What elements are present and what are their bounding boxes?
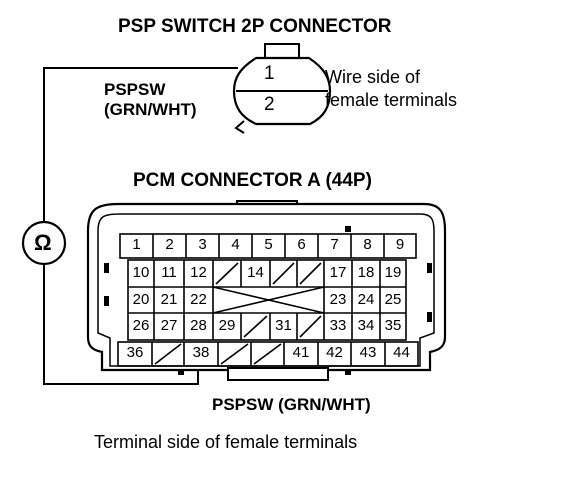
ohmmeter-icon [21,220,67,266]
psp-wire-label-line2: (GRN/WHT) [104,100,197,119]
pcm-terminal-5: 5 [264,236,273,253]
pcm-terminal-26: 26 [132,317,150,334]
pcm-terminal-3: 3 [198,236,207,253]
pcm-terminal-42: 42 [326,344,343,361]
pcm-terminal-4: 4 [231,236,240,253]
psp-connector-title: PSP SWITCH 2P CONNECTOR [118,16,392,37]
psp-pin-1: 1 [264,63,275,84]
pcm-terminal-41: 41 [292,344,310,361]
pcm-terminal-14: 14 [247,264,264,281]
pcm-terminal-36: 36 [126,344,144,361]
pcm-terminal-8: 8 [363,236,372,253]
pcm-terminal-10: 10 [132,264,150,281]
pcm-terminal-21: 21 [160,291,178,308]
ohm-symbol: Ω [34,230,52,255]
pcm-terminal-grid [117,233,419,367]
pcm-terminal-2: 2 [165,236,174,253]
pcm-connector-title: PCM CONNECTOR A (44P) [133,170,372,191]
pcm-terminal-24: 24 [357,291,375,308]
psp-switch-connector [232,43,332,134]
pcm-wire-label: PSPSW (GRN/WHT) [212,395,371,414]
pcm-terminal-1: 1 [132,236,141,253]
pcm-terminal-12: 12 [190,264,207,281]
pcm-terminal-38: 38 [192,344,210,361]
psp-wire-label-line1: PSPSW [104,80,166,99]
wire-side-note-line1: Wire side of [325,67,421,87]
pcm-terminal-20: 20 [132,291,150,308]
wire-side-note-line2: female terminals [325,90,458,110]
pcm-terminal-17: 17 [329,264,347,281]
pcm-terminal-31: 31 [275,317,292,334]
pcm-terminal-18: 18 [357,264,375,281]
pcm-terminal-34: 34 [357,317,375,334]
pcm-terminal-29: 29 [218,317,236,334]
pcm-terminal-25: 25 [384,291,402,308]
pcm-terminal-28: 28 [190,317,207,334]
pcm-terminal-33: 33 [329,317,347,334]
pcm-terminal-44: 44 [393,344,410,361]
pcm-terminal-6: 6 [297,236,306,253]
pcm-terminal-23: 23 [329,291,347,308]
pcm-terminal-43: 43 [359,344,377,361]
pcm-terminal-19: 19 [384,264,402,281]
pcm-terminal-7: 7 [330,236,339,253]
pcm-terminal-9: 9 [395,236,405,253]
pcm-terminal-11: 11 [161,264,177,281]
meter-lead-top [43,67,238,222]
terminal-side-note: Terminal side of female terminals [94,432,358,452]
psp-pin-2: 2 [264,94,275,115]
pcm-terminal-27: 27 [160,317,178,334]
pcm-terminal-35: 35 [384,317,402,334]
pcm-terminal-22: 22 [190,291,207,308]
